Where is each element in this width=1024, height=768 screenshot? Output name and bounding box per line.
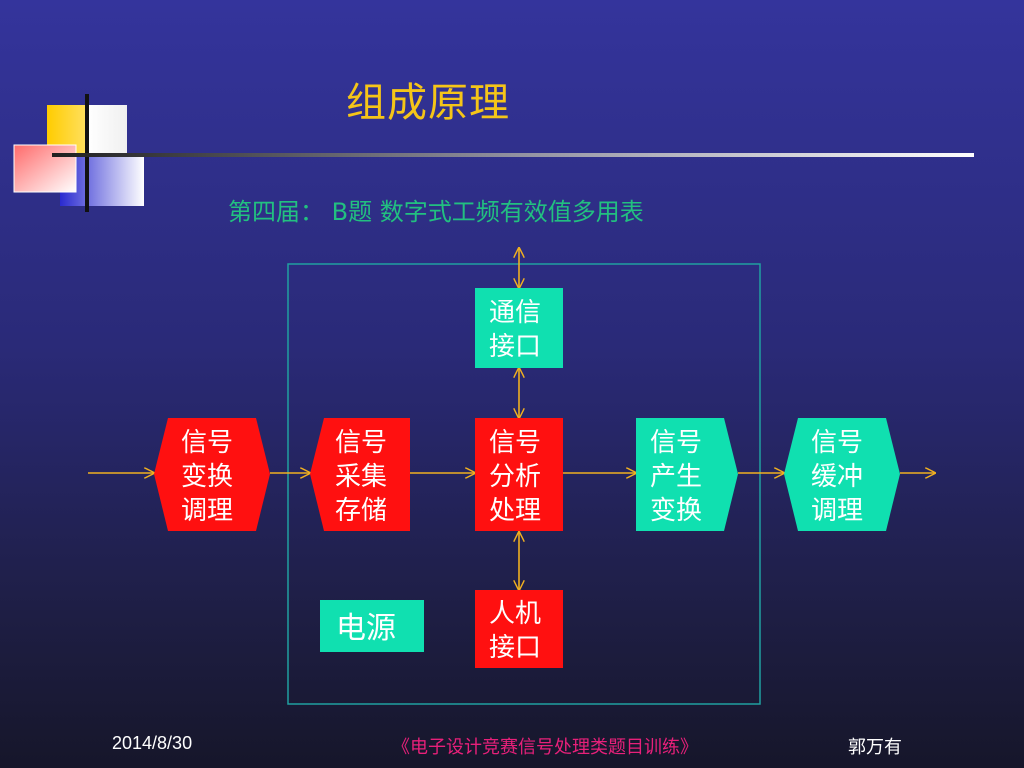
page-subtitle: 第四届： B题 数字式工频有效值多用表: [228, 198, 644, 226]
block-analyze-process-line2: 分析: [489, 462, 541, 492]
block-power-label: 电源: [336, 611, 396, 646]
footer-date: 2014/8/30: [112, 733, 193, 753]
logo-square-white: [87, 105, 127, 153]
block-analyze-process: 信号 分析 处理: [475, 418, 563, 531]
block-acquire-store-line1: 信号: [335, 428, 387, 458]
block-comm-interface: 通信 接口: [475, 288, 563, 368]
block-signal-transform-line1: 信号: [181, 428, 233, 458]
decorative-logo: [13, 94, 974, 212]
block-signal-transform: 信号 变换 调理: [154, 418, 270, 531]
block-comm-interface-line1: 通信: [489, 298, 541, 328]
block-hmi-interface-line1: 人机: [489, 599, 541, 629]
block-generate-transform-line2: 产生: [650, 462, 702, 492]
block-buffer-condition-line1: 信号: [811, 428, 863, 458]
block-buffer-condition-line3: 调理: [811, 496, 863, 526]
block-power: 电源: [320, 600, 424, 652]
block-signal-transform-line3: 调理: [181, 496, 233, 526]
block-acquire-store: 信号 采集 存储: [310, 418, 410, 531]
footer-author: 郭万有: [848, 737, 902, 758]
block-acquire-store-line2: 采集: [335, 462, 387, 492]
block-acquire-store-line3: 存储: [335, 496, 387, 526]
block-signal-transform-line2: 变换: [181, 462, 233, 492]
block-comm-interface-line2: 接口: [489, 332, 541, 362]
block-buffer-condition-line2: 缓冲: [811, 462, 863, 492]
block-generate-transform: 信号 产生 变换: [636, 418, 738, 531]
page-title: 组成原理: [346, 80, 510, 126]
block-generate-transform-line3: 变换: [650, 496, 702, 526]
title-underline: [52, 153, 974, 157]
block-hmi-interface-line2: 接口: [489, 633, 541, 663]
block-analyze-process-line1: 信号: [489, 428, 541, 458]
block-analyze-process-line3: 处理: [489, 496, 541, 526]
footer-course-title: 《电子设计竞赛信号处理类题目训练》: [392, 737, 698, 758]
block-hmi-interface: 人机 接口: [475, 590, 563, 668]
block-generate-transform-line1: 信号: [650, 428, 702, 458]
block-buffer-condition: 信号 缓冲 调理: [784, 418, 900, 531]
logo-square-red: [13, 144, 77, 193]
